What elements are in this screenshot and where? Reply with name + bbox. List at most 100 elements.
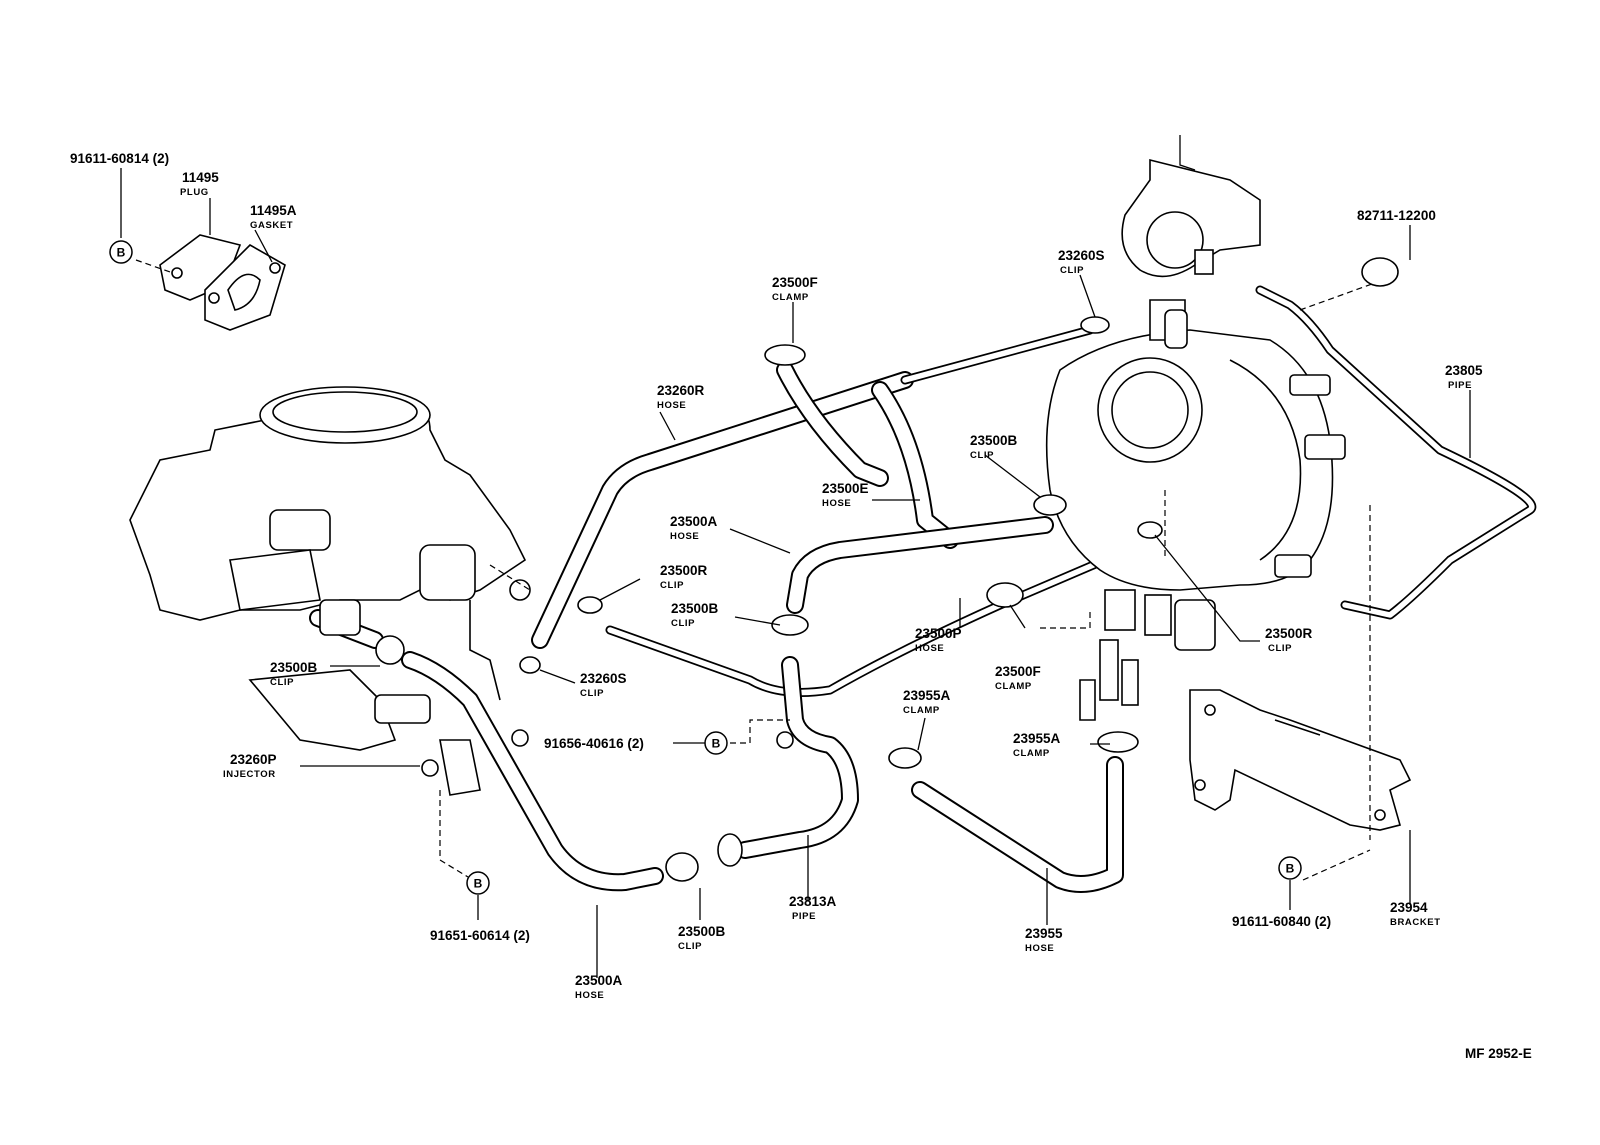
callout: 82711-12200: [1357, 208, 1436, 223]
callout: 23500R CLIP: [1265, 626, 1313, 654]
svg-text:CLIP: CLIP: [671, 618, 695, 629]
svg-text:PLUG: PLUG: [180, 187, 209, 198]
svg-text:91651-60614 (2): 91651-60614 (2): [430, 928, 530, 943]
svg-text:B: B: [712, 737, 721, 751]
svg-text:23500A: 23500A: [670, 514, 718, 529]
callout: 23500F CLAMP: [772, 275, 818, 303]
svg-text:82711-12200: 82711-12200: [1357, 208, 1436, 223]
svg-text:23260S: 23260S: [580, 671, 627, 686]
svg-text:23500F: 23500F: [995, 664, 1041, 679]
callout: 23500F CLAMP: [995, 664, 1041, 692]
svg-text:B: B: [1286, 862, 1295, 876]
svg-text:91611-60814 (2): 91611-60814 (2): [70, 151, 169, 166]
svg-text:91611-60840 (2): 91611-60840 (2): [1232, 914, 1331, 929]
svg-text:23500R: 23500R: [660, 563, 708, 578]
bracket-23954: [1189, 689, 1412, 831]
svg-text:CLIP: CLIP: [1268, 643, 1292, 654]
svg-text:91656-40616 (2): 91656-40616 (2): [544, 736, 644, 751]
svg-text:23500B: 23500B: [678, 924, 726, 939]
svg-text:GASKET: GASKET: [250, 220, 293, 231]
bolt-ref-markers: B B B B: [109, 240, 1302, 895]
dashed-guides: [135, 259, 1373, 881]
svg-text:23805: 23805: [1445, 363, 1483, 378]
svg-text:11495: 11495: [182, 170, 219, 185]
svg-text:CLAMP: CLAMP: [903, 705, 940, 716]
svg-text:23500R: 23500R: [1265, 626, 1313, 641]
svg-text:CLAMP: CLAMP: [1013, 748, 1050, 759]
svg-text:23500P: 23500P: [915, 626, 962, 641]
svg-text:23500B: 23500B: [970, 433, 1018, 448]
svg-text:23500E: 23500E: [822, 481, 869, 496]
svg-text:CLIP: CLIP: [580, 688, 604, 699]
plug-and-gasket: [159, 234, 286, 331]
svg-text:INJECTOR: INJECTOR: [223, 769, 276, 780]
svg-text:23260P: 23260P: [230, 752, 277, 767]
svg-text:HOSE: HOSE: [657, 400, 686, 411]
intake-manifold-left: [129, 386, 531, 796]
hoses-and-pipes: [309, 285, 1537, 893]
bolt-ref-marker: B: [109, 240, 133, 264]
svg-text:23500B: 23500B: [270, 660, 318, 675]
svg-text:HOSE: HOSE: [822, 498, 851, 509]
svg-text:23500A: 23500A: [575, 973, 623, 988]
svg-text:23954: 23954: [1390, 900, 1428, 915]
callout: 23260P INJECTOR: [223, 752, 277, 780]
svg-text:23260R: 23260R: [657, 383, 705, 398]
callout: 23500B CLIP: [671, 601, 719, 629]
bolt-ref-marker: B: [1278, 856, 1302, 880]
svg-text:HOSE: HOSE: [670, 531, 699, 542]
callout: 23260R HOSE: [657, 383, 705, 411]
callout: 23500B CLIP: [970, 433, 1018, 461]
svg-text:23955A: 23955A: [1013, 731, 1061, 746]
svg-text:11495A: 11495A: [250, 203, 297, 218]
svg-text:B: B: [117, 246, 126, 260]
svg-text:HOSE: HOSE: [1025, 943, 1054, 954]
bolt-ref-marker: B: [466, 871, 490, 895]
svg-text:PIPE: PIPE: [1448, 380, 1472, 391]
callout: 23500A HOSE: [575, 973, 623, 1001]
svg-text:CLIP: CLIP: [660, 580, 684, 591]
leader-lines: [120, 168, 1471, 978]
callout: 91611-60814 (2): [70, 151, 169, 166]
svg-text:23955A: 23955A: [903, 688, 951, 703]
svg-text:23260S: 23260S: [1058, 248, 1105, 263]
svg-text:HOSE: HOSE: [575, 990, 604, 1001]
svg-text:B: B: [474, 877, 483, 891]
bolt-ref-marker: B: [704, 731, 728, 755]
callout: 23500B CLIP: [270, 660, 318, 688]
callout: 91611-60840 (2): [1232, 914, 1331, 929]
svg-text:BRACKET: BRACKET: [1390, 917, 1441, 928]
svg-text:CLIP: CLIP: [678, 941, 702, 952]
callout: 23500A HOSE: [670, 514, 718, 542]
callout: 23813A PIPE: [789, 894, 837, 922]
callout: 23260S CLIP: [580, 671, 627, 699]
callout: 23500B CLIP: [678, 924, 726, 952]
svg-text:CLIP: CLIP: [270, 677, 294, 688]
callout: 23955A CLAMP: [1013, 731, 1061, 759]
svg-text:PIPE: PIPE: [792, 911, 816, 922]
svg-text:HOSE: HOSE: [915, 643, 944, 654]
svg-text:CLAMP: CLAMP: [995, 681, 1032, 692]
callout: 23500P HOSE: [915, 626, 962, 654]
callout: 23955A CLAMP: [903, 688, 951, 716]
clamps-and-clips: [375, 257, 1399, 882]
svg-text:23500B: 23500B: [671, 601, 719, 616]
svg-text:23500F: 23500F: [772, 275, 818, 290]
svg-text:CLIP: CLIP: [1060, 265, 1084, 276]
callout: 91656-40616 (2): [544, 736, 644, 751]
svg-text:CLAMP: CLAMP: [772, 292, 809, 303]
callout: 11495A GASKET: [250, 203, 297, 231]
svg-text:23955: 23955: [1025, 926, 1063, 941]
callout: 23500E HOSE: [822, 481, 869, 509]
callout: 91651-60614 (2): [430, 928, 530, 943]
callout: 23500R CLIP: [660, 563, 708, 591]
diagram-code: MF 2952-E: [1465, 1046, 1532, 1061]
svg-text:CLIP: CLIP: [970, 450, 994, 461]
svg-text:23813A: 23813A: [789, 894, 837, 909]
